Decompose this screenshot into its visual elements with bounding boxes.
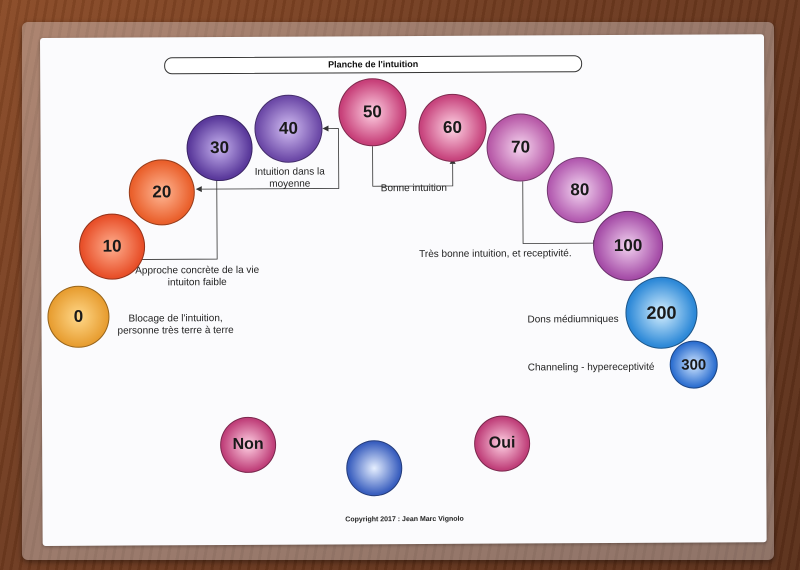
- connector-tres-bonne: [522, 181, 594, 244]
- scale-50[interactable]: 50: [338, 78, 407, 147]
- scale-20[interactable]: 20: [128, 159, 195, 226]
- scale-200[interactable]: 200: [625, 276, 698, 349]
- scale-30[interactable]: 30: [186, 114, 253, 182]
- connector-moyenne: [201, 128, 340, 190]
- label-blocage: Blocage de l'intuition, personne très te…: [117, 313, 234, 338]
- scale-0[interactable]: 0: [47, 285, 110, 348]
- label-channeling: Channeling - hypereceptivité: [527, 361, 655, 374]
- label-blocage-line1: Blocage de l'intuition,: [128, 313, 223, 325]
- answer-no[interactable]: Non: [219, 416, 277, 474]
- scale-40[interactable]: 40: [254, 94, 323, 163]
- label-approche-line2: intuiton faible: [167, 277, 227, 289]
- scale-100[interactable]: 100: [592, 210, 664, 282]
- label-moyenne-line2: moyenne: [269, 178, 311, 190]
- label-approche-line1: Approche concrète de la vie: [135, 264, 260, 277]
- label-moyenne: Intuition dans la moyenne: [255, 167, 325, 191]
- scale-60[interactable]: 60: [418, 93, 487, 163]
- intuition-board-sheet: Planche de l'intuition 0 10 20 30 40 50 …: [40, 34, 767, 546]
- label-blocage-line2: personne très terre à terre: [117, 324, 234, 337]
- label-approche: Approche concrète de la vie intuiton fai…: [135, 265, 259, 290]
- connector-lines: [106, 125, 600, 272]
- scale-300[interactable]: 300: [669, 340, 718, 389]
- label-moyenne-line1: Intuition dans la: [254, 166, 325, 178]
- answer-yes[interactable]: Oui: [473, 415, 531, 472]
- label-bonne: Bonne intuition: [380, 182, 447, 195]
- connector-bonne: [372, 146, 454, 187]
- answer-center[interactable]: [346, 440, 403, 497]
- scale-70[interactable]: 70: [486, 113, 555, 182]
- label-tres-bonne: Très bonne intuition, et receptivité.: [419, 248, 572, 261]
- label-dons: Dons médiumniques: [527, 313, 619, 326]
- scale-80[interactable]: 80: [546, 157, 613, 224]
